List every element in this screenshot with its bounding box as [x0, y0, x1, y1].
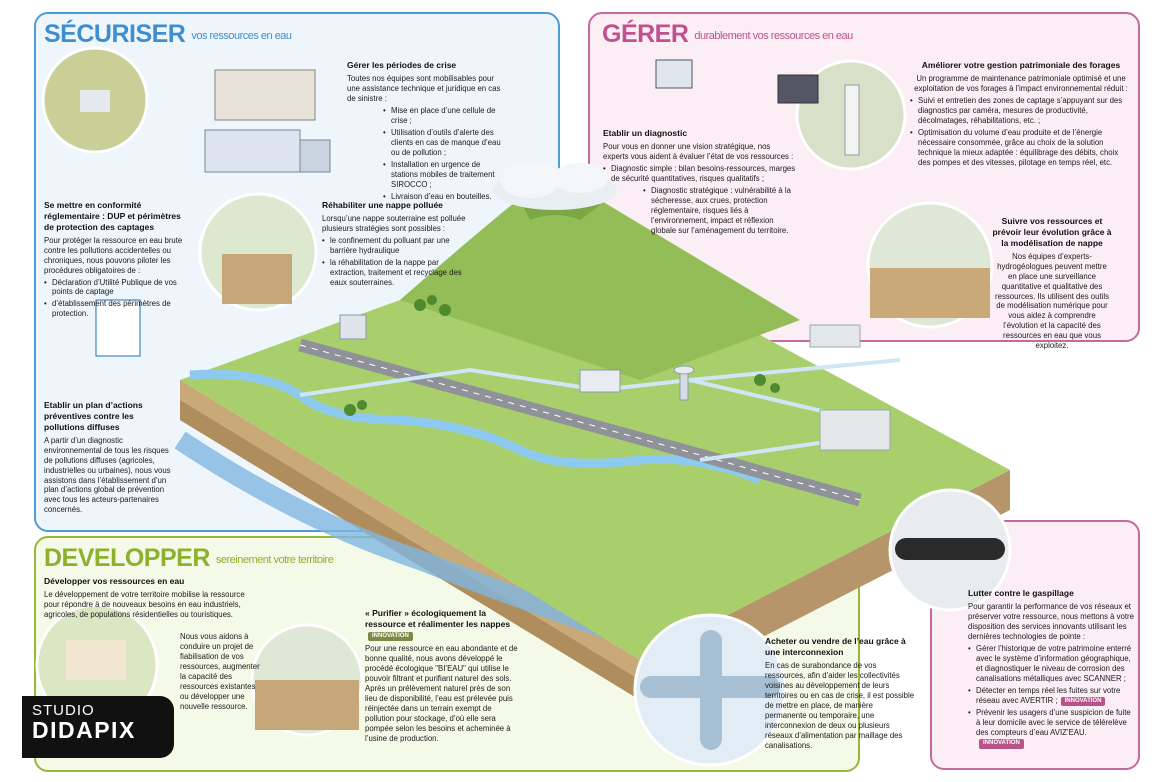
gerer-heading: GÉRER durablement vos ressources en eau	[602, 20, 853, 49]
forages-title: Améliorer votre gestion patrimoniale des…	[921, 60, 1121, 70]
diagnostic-item: Diagnostic stratégique : vulnérabilité à…	[643, 186, 798, 236]
achat-title: Acheter ou vendre de l’eau grâce à une i…	[765, 636, 906, 657]
developper-text-1: Le développement de votre territoire mob…	[44, 589, 245, 619]
gaspillage-block: Lutter contre le gaspillage Pour garanti…	[968, 588, 1134, 749]
gaspillage-item: Détecter en temps réel les fuites sur vo…	[976, 685, 1121, 705]
logo-line-1: STUDIO	[32, 702, 95, 719]
suivre-text: Nos équipes d’experts-hydrogéologues peu…	[995, 251, 1109, 351]
nappe-item: le confinement du polluant par une barri…	[322, 236, 472, 256]
securiser-title: SÉCURISER	[44, 20, 186, 48]
diagnostic-title: Etablir un diagnostic	[603, 128, 688, 138]
forages-intro: Un programme de maintenance patrimoniale…	[914, 73, 1128, 93]
purifier-block: « Purifier » écologiquement la ressource…	[365, 608, 520, 744]
conformite-title: Se mettre en conformité réglementaire : …	[44, 200, 181, 232]
forages-item: Suivi et entretien des zones de captage …	[910, 96, 1132, 126]
diagnostic-block: Etablir un diagnostic Pour vous en donne…	[603, 128, 798, 236]
gaspillage-intro: Pour garantir la performance de vos rése…	[968, 601, 1134, 641]
forages-item: Optimisation du volume d’eau produite et…	[910, 128, 1132, 168]
developper-subtitle: sereinement votre territoire	[215, 554, 334, 566]
gaspillage-item: Prévenir les usagers d’une suspicion de …	[976, 708, 1131, 738]
developper-title: DEVELOPPER	[44, 544, 210, 572]
conformite-item: d’établissement des périmètres de protec…	[44, 299, 186, 319]
developper-block-title: Développer vos ressources en eau	[44, 576, 185, 586]
crise-intro: Toutes nos équipes sont mobilisables pou…	[347, 73, 501, 103]
diagnostic-intro: Pour vous en donner une vision stratégiq…	[603, 141, 794, 161]
crise-item: Mise en place d’une cellule de crise ;	[383, 106, 507, 126]
securiser-heading: SÉCURISER vos ressources en eau	[44, 20, 292, 49]
developper-heading: DEVELOPPER sereinement votre territoire	[44, 544, 334, 573]
crise-item: Livraison d’eau en bouteilles.	[383, 192, 507, 202]
crise-item: Utilisation d’outils d’alerte des client…	[383, 128, 507, 158]
gaspillage-title: Lutter contre le gaspillage	[968, 588, 1074, 598]
developper-text-2-block: Nous vous aidons à conduire un projet de…	[180, 632, 260, 712]
purifier-text: Pour une ressource en eau abondante et d…	[365, 644, 518, 744]
developper-block: Développer vos ressources en eau Le déve…	[44, 576, 252, 620]
nappe-title: Réhabiliter une nappe polluée	[322, 200, 443, 210]
innovation-badge: INNOVATION	[1060, 696, 1106, 707]
diagnostic-item: Diagnostic simple : bilan besoins-ressou…	[603, 164, 798, 184]
achat-text: En cas de surabondance de vos ressources…	[765, 660, 915, 750]
securiser-subtitle: vos ressources en eau	[191, 30, 292, 42]
plan-text: A partir d’un diagnostic environnemental…	[44, 435, 171, 515]
forages-block: Améliorer votre gestion patrimoniale des…	[910, 60, 1132, 168]
suivre-title: Suivre vos ressources et prévoir leur év…	[992, 216, 1112, 248]
gerer-title: GÉRER	[602, 20, 689, 48]
plan-title: Etablir un plan d’actions préventives co…	[44, 400, 143, 432]
nappe-intro: Lorsqu’une nappe souterraine est polluée…	[322, 213, 466, 233]
plan-block: Etablir un plan d’actions préventives co…	[44, 400, 176, 515]
crise-block: Gérer les périodes de crise Toutes nos é…	[347, 60, 507, 202]
conformite-intro: Pour protéger la ressource en eau brute …	[44, 235, 183, 275]
conformite-item: Déclaration d’Utilité Publique de vos po…	[44, 278, 186, 298]
achat-block: Acheter ou vendre de l’eau grâce à une i…	[765, 636, 915, 750]
logo-line-2: DIDAPIX	[32, 717, 136, 743]
nappe-block: Réhabiliter une nappe polluée Lorsqu’une…	[322, 200, 472, 288]
innovation-badge: INNOVATION	[979, 739, 1024, 749]
conformite-block: Se mettre en conformité réglementaire : …	[44, 200, 186, 319]
crise-item: Installation en urgence de stations mobi…	[383, 160, 507, 190]
developper-text-2: Nous vous aidons à conduire un projet de…	[180, 632, 260, 711]
gaspillage-item: Gérer l’historique de votre patrimoine e…	[968, 644, 1134, 684]
crise-title: Gérer les périodes de crise	[347, 60, 457, 70]
studio-didapix-logo: STUDIO DIDAPIX	[22, 696, 174, 758]
nappe-item: la réhabilitation de la nappe par extrac…	[322, 258, 472, 288]
purifier-title: « Purifier » écologiquement la ressource…	[365, 608, 511, 629]
gerer-subtitle: durablement vos ressources en eau	[694, 30, 853, 42]
suivre-block: Suivre vos ressources et prévoir leur év…	[992, 216, 1112, 351]
innovation-badge: INNOVATION	[368, 631, 413, 642]
